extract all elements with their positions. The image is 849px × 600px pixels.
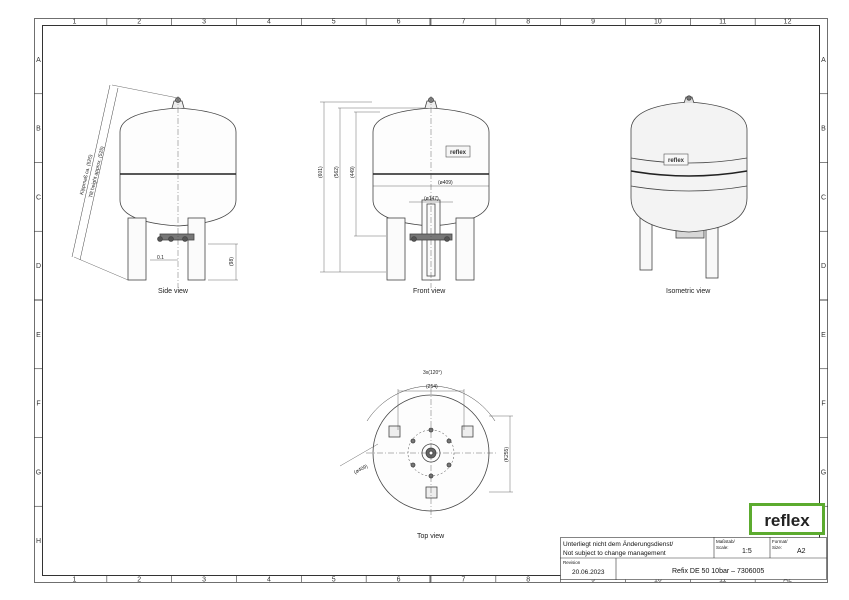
- zone-col-top-label: 7: [461, 19, 465, 26]
- scale-value: 1:5: [742, 548, 752, 555]
- dim-angle: 3x(120°): [423, 370, 442, 376]
- zone-col-bottom-label: 6: [397, 577, 401, 584]
- revision-date: 20.06.2023: [572, 569, 605, 576]
- title-note-de: Unterliegt nicht dem Änderungsdienst/: [563, 540, 673, 548]
- revision-label: Revision: [563, 560, 581, 565]
- zone-col-bottom-label: 2: [137, 577, 141, 584]
- zone-col-top-label: 11: [719, 19, 726, 26]
- zone-row-right-label: A: [821, 57, 826, 64]
- zone-col-bottom-label: 7: [461, 577, 465, 584]
- product-title: Refix DE 50 10bar – 7306005: [672, 568, 764, 575]
- dim-width: (254): [426, 384, 438, 390]
- isometric-view: [630, 95, 748, 279]
- title-block: [560, 537, 827, 580]
- dim-height-2: (562): [334, 166, 340, 178]
- dim-height-3: (449): [350, 166, 356, 178]
- zone-row-left-label: F: [36, 401, 40, 408]
- iso-nameplate: reflex: [663, 153, 689, 166]
- zone-col-bottom-label: 8: [526, 577, 530, 584]
- zone-col-bottom-label: 10: [654, 577, 662, 584]
- dim-clearance: 0.1: [157, 255, 164, 261]
- zone-col-bottom-label: 3: [202, 577, 206, 584]
- side-view: [71, 84, 238, 288]
- dim-depth: (K255): [504, 447, 510, 462]
- zone-col-bottom-label: 5: [332, 577, 336, 584]
- dim-leg-height: (98): [229, 257, 235, 266]
- top-view-caption: Top view: [417, 533, 445, 540]
- front-nameplate: reflex: [445, 145, 471, 158]
- format-label-de: Format/: [772, 539, 788, 544]
- zone-row-left-label: D: [36, 263, 41, 270]
- zone-col-top-label: 5: [332, 19, 336, 26]
- zone-col-top-label: 4: [267, 19, 271, 26]
- dim-stand: (ø147): [424, 196, 439, 202]
- zone-col-top-label: 3: [202, 19, 206, 26]
- zone-col-top-label: 1: [72, 19, 76, 26]
- side-view-caption: Side view: [158, 288, 189, 295]
- zone-row-left-label: G: [36, 469, 41, 476]
- zone-row-right-label: F: [821, 401, 825, 408]
- front-nameplate-text: reflex: [450, 150, 467, 156]
- zone-row-right-label: D: [821, 263, 826, 270]
- zone-col-bottom-label: 4: [267, 577, 271, 584]
- zone-row-left-label: B: [36, 126, 41, 133]
- dim-diameter: (ø409): [438, 180, 453, 186]
- zone-col-top-label: 9: [591, 19, 595, 26]
- zone-col-top-label: 12: [784, 19, 792, 26]
- reflex-logo-text: reflex: [764, 511, 810, 530]
- format-label-en: Size:: [772, 545, 782, 550]
- zone-row-right-label: C: [821, 194, 826, 201]
- zone-col-top-label: 10: [654, 19, 662, 26]
- isometric-view-caption: Isometric view: [666, 288, 711, 295]
- zone-col-top-label: 6: [397, 19, 401, 26]
- top-view: [339, 385, 513, 518]
- front-view: [320, 96, 490, 288]
- zone-col-top-label: 2: [137, 19, 141, 26]
- iso-nameplate-text: reflex: [668, 158, 685, 164]
- reflex-logo: reflex: [749, 503, 825, 535]
- zone-row-left-label: H: [36, 538, 41, 545]
- zone-row-right-label: B: [821, 126, 826, 133]
- zone-row-right-label: G: [821, 469, 826, 476]
- zone-col-top-label: 8: [526, 19, 530, 26]
- format-value: A2: [797, 548, 806, 555]
- zone-row-right-label: E: [821, 332, 826, 339]
- zone-col-bottom-label: 9: [591, 577, 595, 584]
- zone-bottom-right-label: A2: [783, 577, 792, 584]
- zone-row-left-label: C: [36, 194, 41, 201]
- zone-col-bottom-label: 1: [72, 577, 76, 584]
- dim-total-height: (601): [318, 166, 324, 178]
- front-view-caption: Front view: [413, 288, 446, 295]
- zone-row-left-label: A: [36, 57, 41, 64]
- scale-label-de: Maßstab/: [716, 539, 736, 544]
- zone-col-bottom-label: 11: [719, 577, 726, 584]
- centre-marks: [34, 18, 828, 583]
- scale-label-en: Scale:: [716, 545, 729, 550]
- zone-row-left-label: E: [36, 332, 41, 339]
- title-note-en: Not subject to change management: [563, 550, 666, 557]
- dim-top-diameter: (ø409): [353, 463, 369, 475]
